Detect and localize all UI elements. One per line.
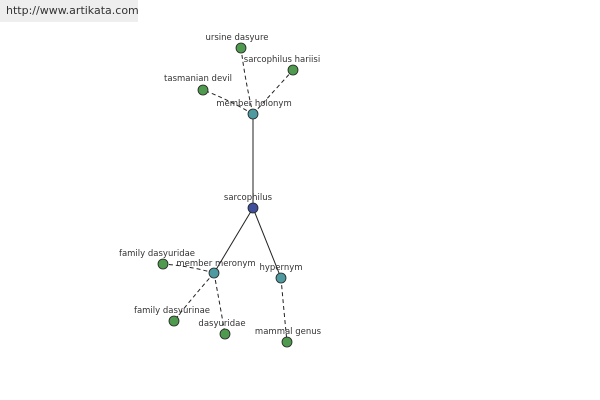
edge-center-meronym [213, 207, 254, 274]
node-ursine-dasyure[interactable] [235, 42, 247, 54]
node-member-meronym[interactable] [208, 267, 220, 279]
label-ursine-dasyure: ursine dasyure [206, 33, 269, 43]
edge-center-hypernym [252, 207, 282, 279]
node-member-holonym[interactable] [247, 108, 259, 120]
node-mammal-genus[interactable] [281, 336, 293, 348]
label-family-dasyuridae: family dasyuridae [119, 249, 195, 259]
node-family-dasyurinae[interactable] [168, 315, 180, 327]
node-sarcophilus[interactable] [247, 202, 259, 214]
edge-holonym-hariisi [252, 69, 294, 115]
label-hypernym: hypernym [259, 263, 302, 273]
label-sarcophilus: sarcophilus [224, 193, 273, 203]
label-sarcophilus-hariisi: sarcophilus hariisi [244, 55, 320, 65]
edge-hypernym-mammal [280, 277, 288, 343]
label-tasmanian-devil: tasmanian devil [164, 74, 232, 84]
node-family-dasyuridae[interactable] [157, 258, 169, 270]
label-dasyuridae: dasyuridae [198, 319, 245, 329]
graph-nodes [157, 42, 299, 348]
source-url-link[interactable]: http://www.artikata.com [0, 0, 139, 22]
label-family-dasyurinae: family dasyurinae [134, 306, 210, 316]
graph-labels: sarcophilus member holonym member merony… [119, 33, 322, 337]
label-mammal-genus: mammal genus [255, 327, 322, 337]
node-sarcophilus-hariisi[interactable] [287, 64, 299, 76]
label-member-meronym: member meronym [176, 259, 255, 269]
node-tasmanian-devil[interactable] [197, 84, 209, 96]
node-hypernym[interactable] [275, 272, 287, 284]
node-dasyuridae[interactable] [219, 328, 231, 340]
label-member-holonym: member holonym [216, 99, 291, 109]
